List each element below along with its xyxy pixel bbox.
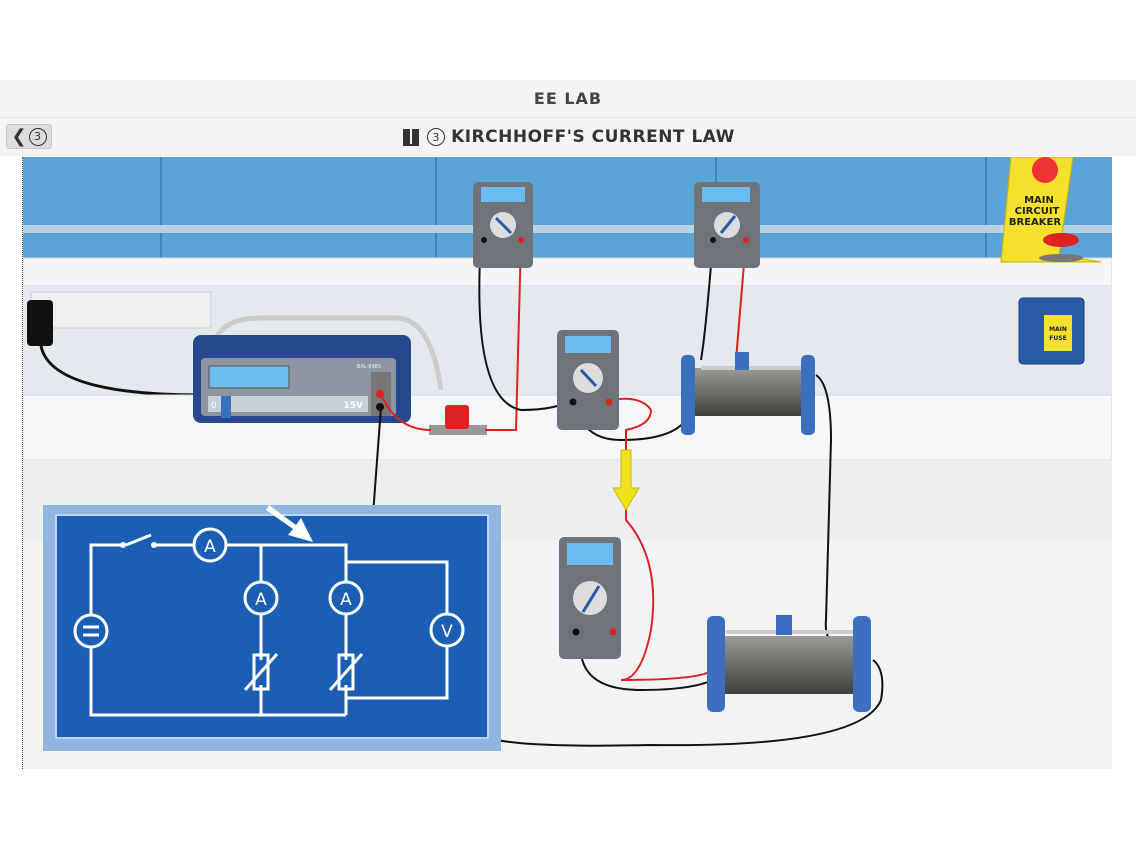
schematic-voltmeter: V xyxy=(441,622,453,642)
multimeter-2[interactable] xyxy=(694,182,760,268)
rheostat-2-slider[interactable] xyxy=(776,615,792,635)
current-direction-arrow xyxy=(612,449,640,511)
fuse-label-2: FUSE xyxy=(1049,335,1066,342)
breaker-label-2: CIRCUIT xyxy=(1015,206,1060,217)
schematic-node-arrow xyxy=(266,505,313,542)
breaker-label-3: BREAKER xyxy=(1009,217,1061,228)
voltage-max-label: 15V xyxy=(344,401,364,411)
main-fuse[interactable]: MAIN FUSE xyxy=(1018,297,1085,365)
lesson-title-text: KIRCHHOFF'S CURRENT LAW xyxy=(451,127,735,147)
tiled-wall xyxy=(23,157,1112,267)
schematic-ammeter-branch-1: A xyxy=(255,590,267,610)
lesson-nav-bar: ❮3 3 KIRCHHOFF'S CURRENT LAW xyxy=(0,118,1136,156)
book-icon xyxy=(403,129,420,146)
voltage-min-label: 0 xyxy=(211,401,217,411)
breaker-button[interactable] xyxy=(1043,233,1079,247)
main-circuit-breaker[interactable]: MAIN CIRCUIT BREAKER xyxy=(1000,156,1102,263)
voltage-slider-knob[interactable] xyxy=(221,396,231,418)
rheostat-1[interactable] xyxy=(681,352,815,435)
rheostat-1-slider[interactable] xyxy=(735,352,749,370)
multimeter-1[interactable] xyxy=(473,182,533,268)
power-supply-display xyxy=(208,365,290,389)
app-title: EE LAB xyxy=(533,89,603,108)
rheostat-2[interactable] xyxy=(707,615,871,712)
back-button[interactable]: ❮3 xyxy=(6,124,52,149)
power-plug xyxy=(27,300,53,346)
circuit-schematic: A A A V xyxy=(43,505,501,751)
wall-socket xyxy=(30,291,212,329)
schematic-ammeter-main: A xyxy=(204,537,216,557)
back-step-number: 3 xyxy=(28,127,47,146)
chevron-left-icon: ❮ xyxy=(11,126,27,147)
switch[interactable] xyxy=(429,405,487,435)
lesson-title: 3 KIRCHHOFF'S CURRENT LAW xyxy=(401,127,735,147)
fuse-label-1: MAIN xyxy=(1049,326,1067,333)
breaker-label-1: MAIN xyxy=(1024,195,1054,206)
lesson-number: 3 xyxy=(427,128,446,146)
schematic-ammeter-branch-2: A xyxy=(340,590,352,610)
multimeter-3[interactable] xyxy=(557,330,619,430)
app-title-bar: EE LAB xyxy=(0,80,1136,118)
upper-shelf xyxy=(22,257,1113,287)
power-supply-brand: BAL-8985 xyxy=(357,364,381,370)
lab-scene: MAIN CIRCUIT BREAKER MAIN FUSE BAL-8985 … xyxy=(22,156,1113,769)
multimeter-4[interactable] xyxy=(559,537,621,659)
